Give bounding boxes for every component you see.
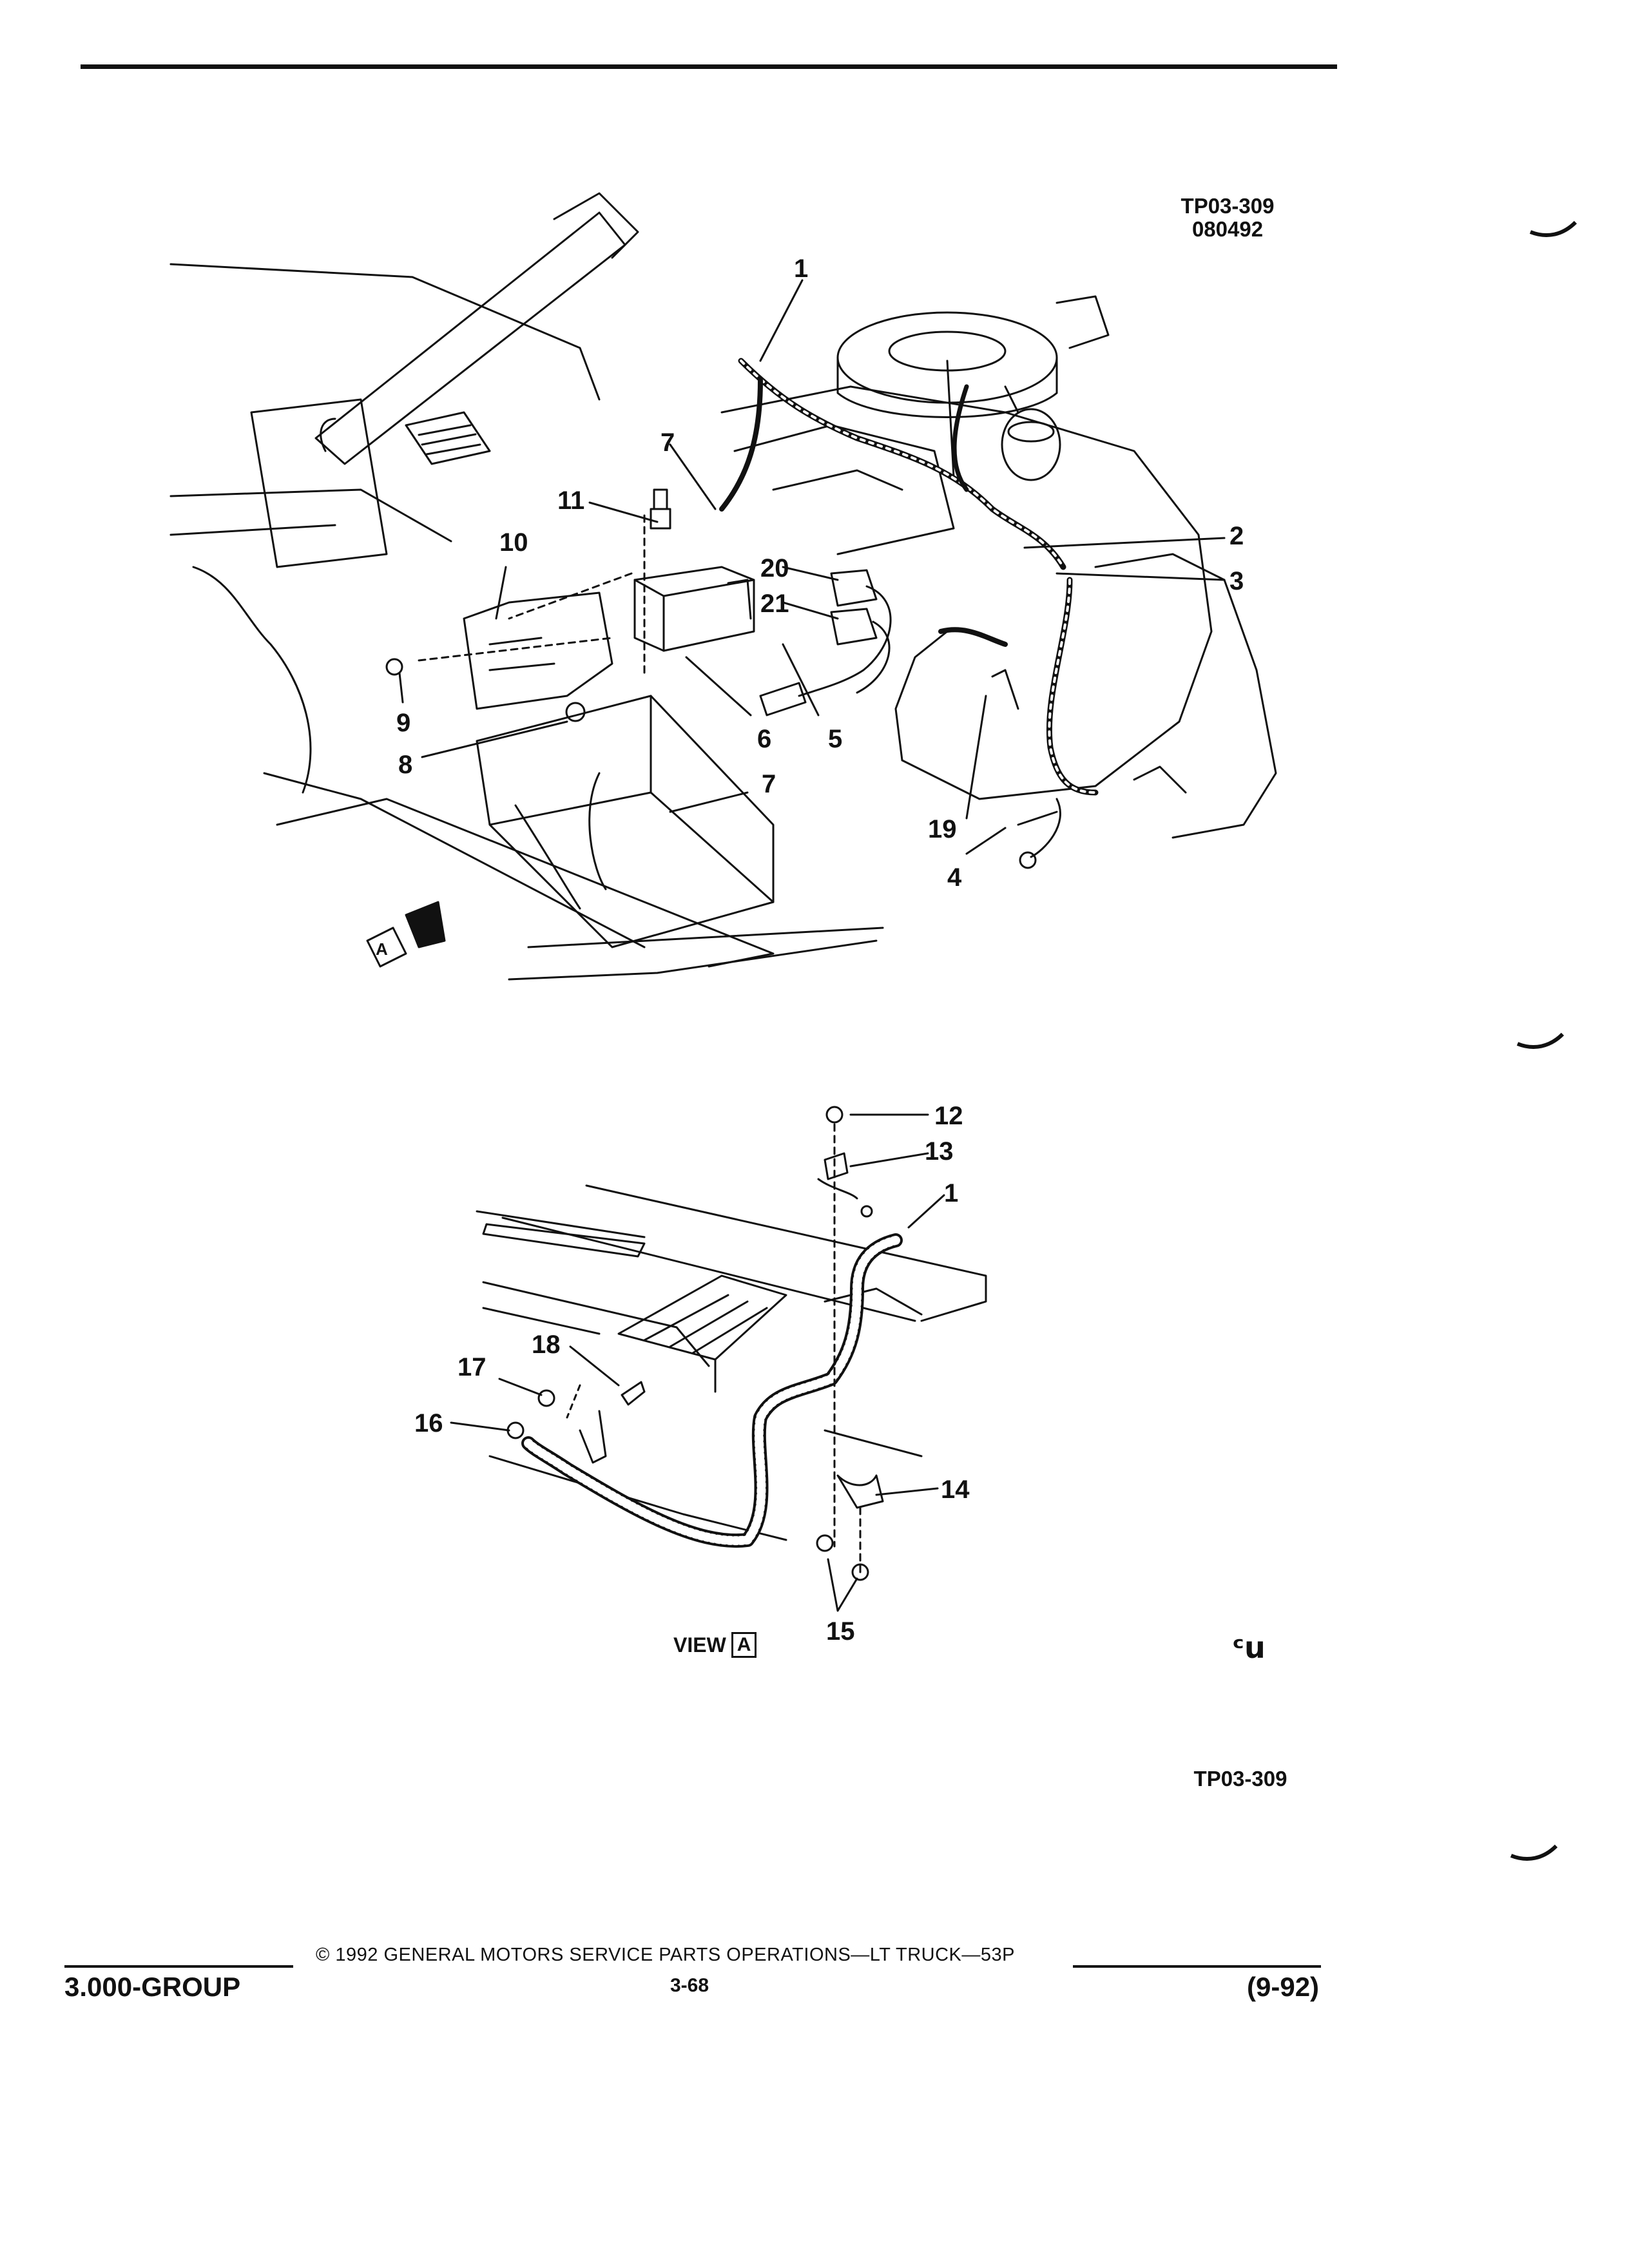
view-arrow-label: A [376,939,388,959]
callout-11: 11 [557,486,584,515]
callout-9: 9 [396,709,410,737]
figure-id-top: TP03-309 [1181,194,1275,218]
callout-7-upper: 7 [660,428,675,457]
callout-10: 10 [499,528,528,557]
callout-3: 3 [1229,567,1244,595]
callout-13: 13 [925,1137,954,1166]
figure-id-header: TP03-309 080492 [1166,195,1289,241]
callouts-main: 1 2 3 4 5 6 7 7 8 9 10 11 19 20 21 [396,255,1244,892]
figure-date-code: 080492 [1191,217,1264,241]
margin-tick-1 [1529,220,1577,237]
callout-1-view-a: 1 [944,1179,958,1207]
footer-date: (9-92) [1247,1972,1320,2002]
callout-21: 21 [760,590,789,618]
figure-id-bottom: TP03-309 [1193,1767,1287,1791]
margin-tick-2 [1516,1032,1565,1049]
callout-18: 18 [532,1331,561,1359]
footer-page-number: 3-68 [670,1975,709,1996]
callout-8: 8 [398,751,412,779]
margin-tick-3 [1510,1844,1558,1861]
callout-7-lower: 7 [762,770,776,798]
callout-20: 20 [760,554,789,582]
main-view-illustration [169,192,1277,981]
callouts-view-a: 12 13 1 14 15 16 17 18 [414,1102,970,1646]
view-a-illustration [450,1106,987,1612]
callout-14: 14 [941,1475,970,1504]
callout-5: 5 [828,725,842,753]
callout-15: 15 [826,1617,855,1646]
view-label-text: VIEW [673,1633,726,1657]
view-a-label: VIEW A [673,1632,757,1658]
footer-group: 3.000-GROUP [64,1972,241,2002]
callout-6: 6 [757,725,771,753]
callout-17: 17 [458,1353,487,1381]
callout-16: 16 [414,1409,443,1437]
callout-4: 4 [947,863,962,892]
logo-mark: ᶜu [1232,1630,1266,1665]
top-rule [81,64,1337,69]
callout-2: 2 [1229,522,1244,550]
view-label-box: A [731,1632,757,1658]
callout-12: 12 [934,1102,963,1130]
callout-1-main: 1 [794,255,808,283]
view-a-arrow-marker [366,901,446,968]
footer-rule-right [1073,1965,1321,1968]
callout-19: 19 [928,815,957,843]
footer-copyright: © 1992 GENERAL MOTORS SERVICE PARTS OPER… [316,1945,1015,1965]
footer-rule-left [64,1965,293,1968]
